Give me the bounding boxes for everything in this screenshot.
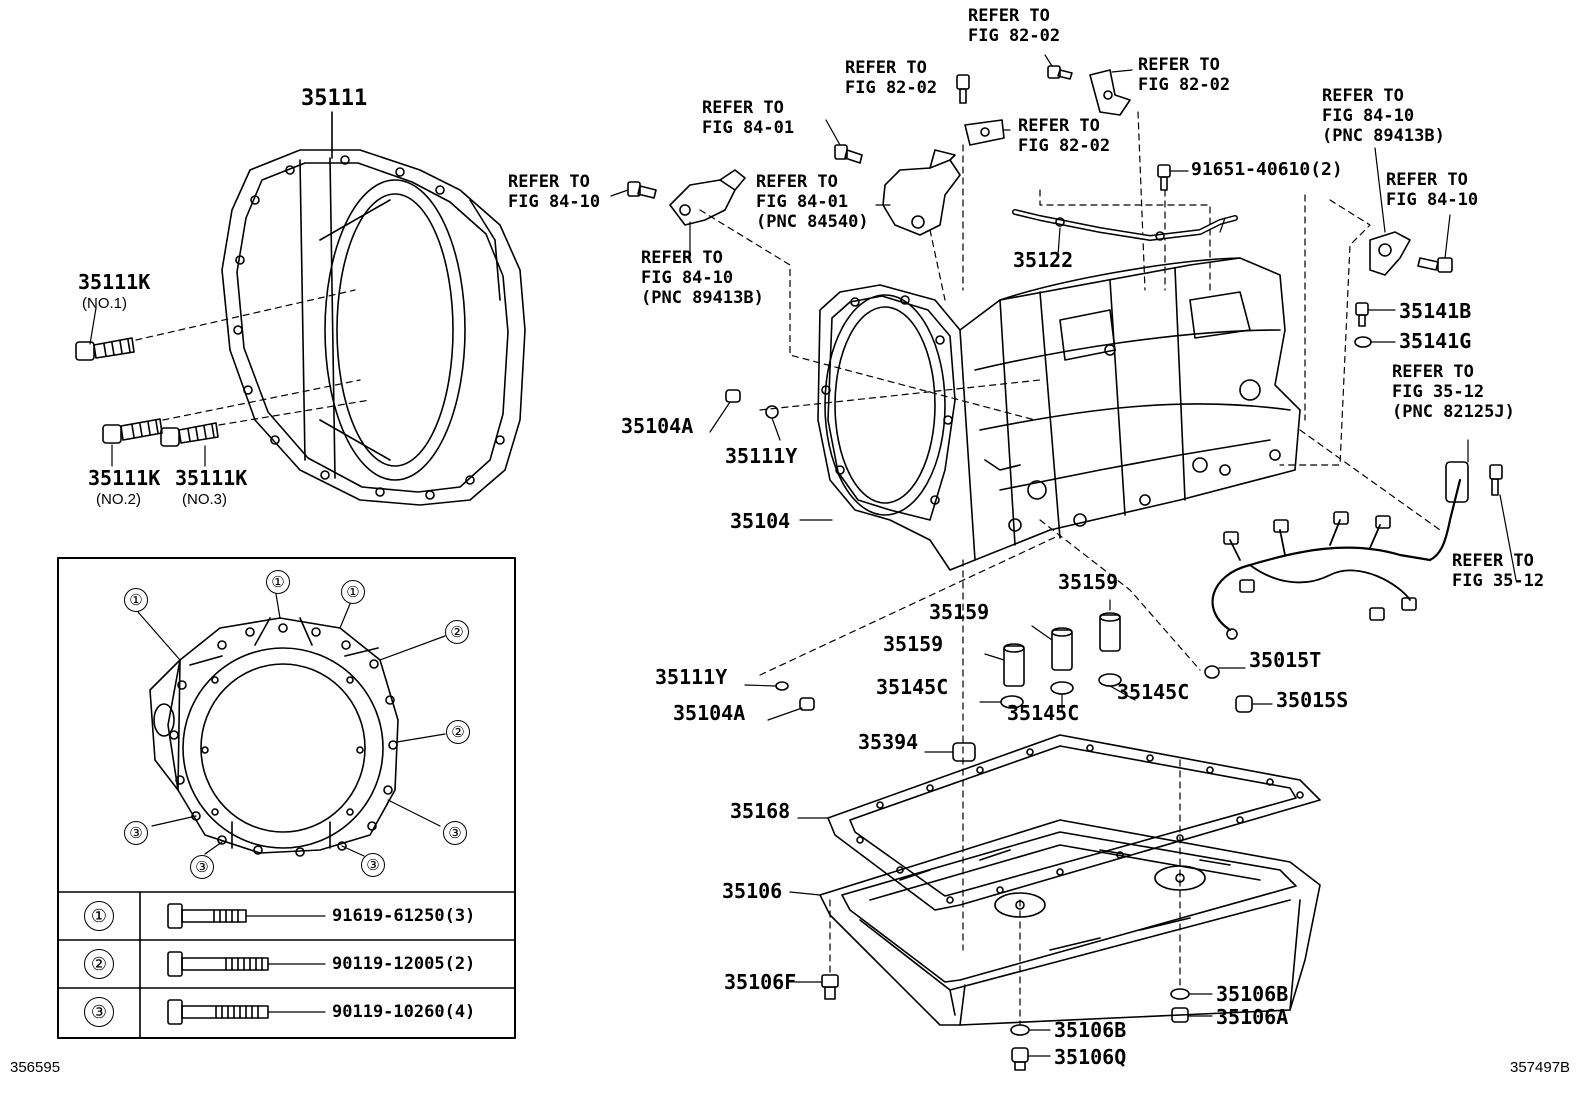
bracket-82-02-center (956, 74, 1005, 146)
bolt-table-part-1: 91619-61250(3) (332, 906, 476, 926)
bolt-table-part-2: 90119-12005(2) (332, 954, 476, 974)
label-35106a: 35106A (1216, 1005, 1289, 1029)
bracket-82-02-right (1047, 65, 1131, 116)
label-35111k-no3: 35111K (175, 466, 248, 490)
gasket-35168 (827, 734, 1321, 911)
label-35145c-c: 35145C (1117, 680, 1190, 704)
bolt-table-part-3: 90119-10260(4) (332, 1002, 476, 1022)
label-35159-a: 35159 (1058, 570, 1119, 594)
footer-left-code: 356595 (10, 1059, 61, 1076)
transmission-case-35104 (817, 257, 1301, 571)
label-35141b: 35141B (1399, 299, 1472, 323)
bolt-35111k-no3 (160, 422, 219, 447)
label-35015t: 35015T (1249, 648, 1322, 672)
ref-fig8401-b: REFER TO FIG 84-01 (PNC 84540) (756, 172, 869, 232)
label-35106: 35106 (722, 879, 783, 903)
label-35159-b: 35159 (929, 600, 990, 624)
label-35394: 35394 (858, 730, 919, 754)
label-35106b-l: 35106B (1054, 1018, 1127, 1042)
oil-pan-35106 (819, 819, 1321, 1026)
drain-plug-35106f (821, 974, 839, 1000)
inset-marker-2a: ② (445, 620, 469, 644)
bolt-table-marker-3: ③ (84, 997, 114, 1027)
inset-marker-3a: ③ (124, 821, 148, 845)
label-35111: 35111 (301, 86, 368, 111)
ref-fig8202-b: REFER TO FIG 82-02 (1138, 55, 1231, 95)
ref-fig3512-b: REFER TO FIG 35-12 (1452, 551, 1545, 591)
label-35106f: 35106F (724, 970, 797, 994)
label-35111k-no1: 35111K (78, 270, 151, 294)
label-35111k-no1-sub: (NO.1) (82, 295, 127, 312)
inset-marker-1c: ① (341, 580, 365, 604)
ref-fig8401-a: REFER TO FIG 84-01 (702, 98, 795, 138)
label-35168: 35168 (730, 799, 791, 823)
label-35106b-r: 35106B (1216, 982, 1289, 1006)
label-35104a-bot: 35104A (673, 701, 746, 725)
strainer-35159-c (1003, 643, 1025, 687)
label-35111k-no2-sub: (NO.2) (96, 491, 141, 508)
ref-fig8410-a: REFER TO FIG 84-10 (508, 172, 601, 212)
ref-fig8410-d: REFER TO FIG 84-10 (1386, 170, 1479, 210)
inset-marker-1b: ① (266, 570, 290, 594)
ref-fig8410-b: REFER TO FIG 84-10 (PNC 89413B) (641, 248, 764, 308)
label-91651: 91651-40610(2) (1191, 159, 1343, 180)
ref-fig8202-c: REFER TO FIG 82-02 (1018, 116, 1111, 156)
label-35145c-b: 35145C (1007, 701, 1080, 725)
label-35145c-a: 35145C (876, 675, 949, 699)
table-bolt-2 (167, 951, 326, 977)
ref-fig8202-top: REFER TO FIG 82-02 (968, 6, 1061, 46)
bolt-table-marker-1: ① (84, 901, 114, 931)
sensor-84-01 (834, 144, 961, 236)
bolt-35111k-no2 (102, 418, 163, 444)
table-bolt-3 (167, 999, 326, 1025)
inset-marker-3c: ③ (190, 855, 214, 879)
strainer-35159-b (1051, 627, 1073, 671)
label-35104a-top: 35104A (621, 414, 694, 438)
speed-sensor-left (627, 169, 746, 226)
table-bolt-1 (167, 903, 326, 929)
label-35106q: 35106Q (1054, 1045, 1127, 1069)
label-35111y-top: 35111Y (725, 444, 798, 468)
inset-marker-2b: ② (446, 720, 470, 744)
wire-harness (1211, 461, 1503, 640)
label-35159-c: 35159 (883, 632, 944, 656)
label-35104: 35104 (730, 509, 791, 533)
bolt-35111k-no1 (75, 337, 135, 361)
speed-sensor-right (1369, 231, 1453, 276)
bolt-table-marker-2: ② (84, 949, 114, 979)
label-35141g: 35141G (1399, 329, 1472, 353)
label-35111k-no3-sub: (NO.3) (182, 491, 227, 508)
inset-marker-1a: ① (124, 588, 148, 612)
bell-housing-35111 (221, 149, 526, 506)
footer-right-code: 357497B (1510, 1059, 1571, 1076)
label-35015s: 35015S (1276, 688, 1349, 712)
strainer-35159-a (1099, 599, 1121, 652)
ref-fig3512-a: REFER TO FIG 35-12 (PNC 82125J) (1392, 362, 1515, 422)
label-35122: 35122 (1013, 248, 1074, 272)
tube-35122 (1012, 209, 1238, 241)
inset-marker-3b: ③ (443, 821, 467, 845)
ref-fig8202-a: REFER TO FIG 82-02 (845, 58, 938, 98)
inset-bolt-pattern (137, 593, 446, 857)
bolt-91651 (1157, 164, 1171, 191)
ref-fig8410-c: REFER TO FIG 84-10 (PNC 89413B) (1322, 86, 1445, 146)
label-35111k-no2: 35111K (88, 466, 161, 490)
label-35111y-bot: 35111Y (655, 665, 728, 689)
inset-marker-3d: ③ (361, 853, 385, 877)
